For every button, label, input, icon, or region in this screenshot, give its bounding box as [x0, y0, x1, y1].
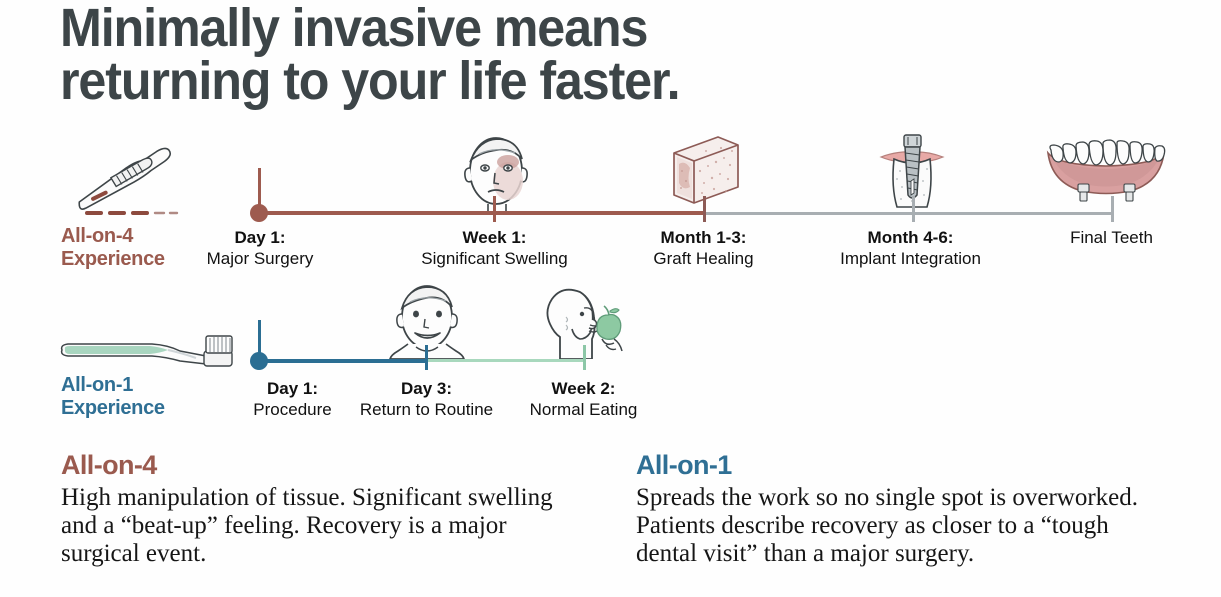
timeline-1-tick-final	[1111, 196, 1114, 222]
milestone-caption-day1-procedure: Day 1: Procedure	[190, 378, 395, 420]
milestone-caption-day1-surgery: Day 1: Major Surgery	[155, 227, 365, 269]
milestone-bold: Day 1:	[266, 379, 319, 398]
milestone-sub: Normal Eating	[529, 400, 638, 419]
timeline-2-line-inactive	[426, 359, 584, 362]
milestone-caption-month46-implant: Month 4-6: Implant Integration	[808, 227, 1013, 269]
timeline-2-stem	[258, 320, 261, 360]
footer-heading-all-on-4: All-on-4	[61, 450, 157, 480]
timeline-2-start-dot	[250, 352, 268, 370]
scalpel-icon	[78, 147, 179, 215]
milestone-sub: Graft Healing	[653, 249, 754, 268]
denture-icon	[1046, 139, 1166, 202]
milestone-bold: Week 1:	[462, 228, 527, 247]
dental-implant-icon	[879, 134, 945, 208]
milestone-bold: Month 1-3:	[660, 228, 747, 247]
timeline-1-line-active	[259, 211, 705, 215]
milestone-caption-week2-eating: Week 2: Normal Eating	[481, 378, 686, 420]
timeline-1-tick-month46	[912, 196, 915, 222]
row-label-all-on-4: All-on-4 Experience	[61, 225, 165, 270]
milestone-bold: Day 3:	[400, 379, 453, 398]
milestone-sub: Significant Swelling	[421, 249, 568, 268]
milestone-sub: Major Surgery	[206, 249, 314, 268]
milestone-sub: Final Teeth	[1070, 228, 1153, 247]
milestone-bold: Day 1:	[234, 228, 286, 247]
timeline-1-line-inactive	[704, 212, 1114, 215]
timeline-1-tick-week1	[493, 196, 496, 222]
footer-body-all-on-1: Spreads the work so no single spot is ov…	[636, 484, 1139, 567]
milestone-caption-day3-routine: Day 3: Return to Routine	[324, 378, 529, 420]
timeline-2-tick-day3	[425, 345, 428, 370]
timeline-1-tick-month13	[703, 196, 706, 222]
footer-body-all-on-4: High manipulation of tissue. Significant…	[61, 484, 553, 567]
milestone-caption-final-teeth: Final Teeth	[1009, 227, 1214, 248]
page-title: Minimally invasive means returning to yo…	[60, 0, 681, 111]
row-label-all-on-1: All-on-1 Experience	[61, 374, 165, 419]
bone-graft-icon	[673, 136, 739, 204]
eating-apple-icon	[546, 288, 623, 359]
timeline-1-stem	[258, 168, 261, 212]
milestone-sub: Procedure	[253, 400, 332, 419]
timeline-1-start-dot	[250, 204, 268, 222]
milestone-bold: Month 4-6:	[867, 228, 954, 247]
milestone-bold: Week 2:	[551, 379, 616, 398]
timeline-2-tick-week2	[583, 345, 586, 370]
milestone-sub: Return to Routine	[359, 400, 494, 419]
milestone-caption-week1-swelling: Week 1: Significant Swelling	[392, 227, 597, 269]
milestone-caption-month13-graft: Month 1-3: Graft Healing	[601, 227, 806, 269]
milestone-sub: Implant Integration	[840, 249, 981, 268]
toothbrush-icon	[60, 335, 233, 367]
timeline-2-line-active	[259, 359, 427, 363]
swollen-face-icon	[464, 137, 528, 212]
footer-heading-all-on-1: All-on-1	[636, 450, 732, 480]
